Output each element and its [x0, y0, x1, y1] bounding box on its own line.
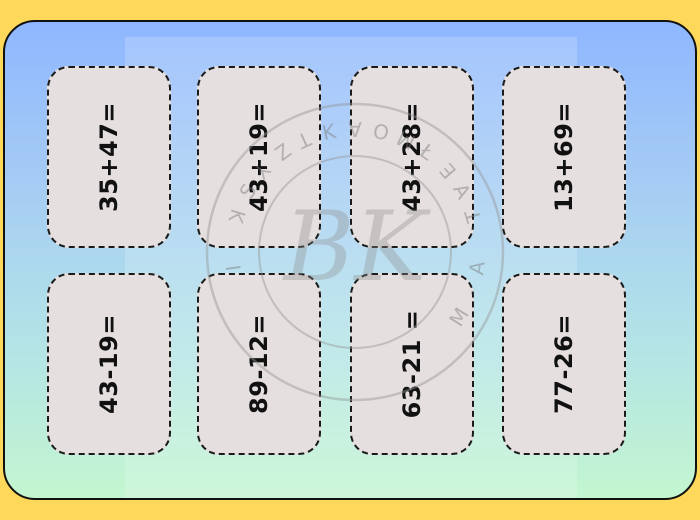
worksheet-board: 35+47= 43+19= 43+28= 13+69= 43-19= 89-12… — [3, 20, 697, 500]
flashcard-7: 63-21 = — [350, 273, 474, 455]
flashcard-5: 43-19= — [47, 273, 171, 455]
flashcard-8: 77-26= — [502, 273, 626, 455]
equation-text: 43+28= — [398, 101, 426, 213]
equation-text: 35+47= — [95, 101, 123, 213]
flashcard-2: 43+19= — [197, 66, 321, 248]
equation-text: 43+19= — [245, 101, 273, 213]
equation-text: 77-26= — [550, 314, 578, 414]
equation-text: 63-21 = — [398, 309, 426, 419]
flashcard-4: 13+69= — [502, 66, 626, 248]
flashcard-1: 35+47= — [47, 66, 171, 248]
equation-text: 43-19= — [95, 314, 123, 414]
flashcard-3: 43+28= — [350, 66, 474, 248]
equation-text: 89-12= — [245, 314, 273, 414]
equation-text: 13+69= — [550, 101, 578, 213]
flashcard-6: 89-12= — [197, 273, 321, 455]
